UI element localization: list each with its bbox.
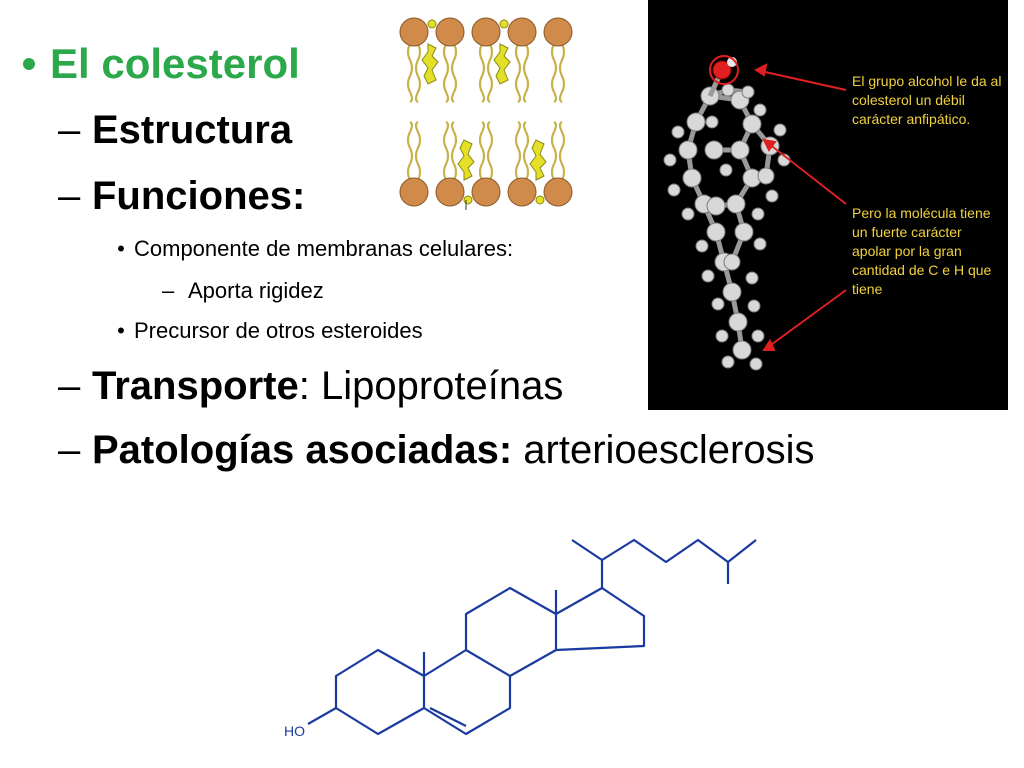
bullet-icon: • [117, 236, 125, 261]
sub-item-precursor: • Precursor de otros esteroides [108, 318, 423, 344]
dash-icon: – [58, 364, 81, 408]
ball-and-stick-model-image [663, 55, 847, 371]
dash-icon: – [58, 428, 81, 472]
dash-icon: – [58, 108, 81, 152]
title-bullet-item: • El colesterol [8, 40, 300, 88]
outline-item-rest: : Lipoproteínas [298, 364, 564, 408]
model-atoms [663, 83, 791, 371]
arrowhead-icon [753, 63, 768, 77]
outline-item-bold: Estructura [92, 108, 293, 152]
sub-item-rigidez: –Aporta rigidez [162, 278, 324, 304]
outline-item-estructura: –Estructura [58, 108, 292, 153]
callout-alcohol-group: El grupo alcohol le da al colesterol un … [852, 73, 1002, 127]
cholesterol-skeletal-formula: HO [284, 538, 757, 739]
hydroxyl-group [707, 55, 739, 98]
outline-item-bold: Patologías asociadas: [92, 428, 513, 472]
sub-item-text: Precursor de otros esteroides [134, 318, 423, 343]
dash-icon: – [162, 278, 175, 303]
slide-title: El colesterol [50, 40, 300, 87]
sub-item-text: Aporta rigidez [188, 278, 324, 303]
lower-leaflet [399, 121, 573, 210]
outline-item-funciones: –Funciones: [58, 174, 305, 219]
lipid-bilayer-image [399, 17, 573, 210]
ball-and-stick-model-panel: El grupo alcohol le da al colesterol un … [648, 0, 1008, 410]
upper-leaflet [399, 17, 573, 103]
bullet-icon: • [21, 40, 37, 87]
sub-item-text: Componente de membranas celulares: [134, 236, 514, 261]
arrowhead-icon [762, 138, 777, 152]
outline-item-rest: arterioesclerosis [512, 428, 815, 472]
callout-arrows [753, 63, 847, 351]
outline-item-patologias: –Patologías asociadas: arterioesclerosis [58, 428, 814, 473]
sub-item-membranas: • Componente de membranas celulares: [108, 236, 513, 262]
arrowhead-icon [762, 338, 776, 351]
callout-apolar-character: Pero la molécula tiene un fuerte carácte… [852, 205, 992, 297]
outline-item-transporte: –Transporte: Lipoproteínas [58, 364, 563, 409]
hydroxyl-label: HO [284, 723, 305, 739]
bullet-icon: • [117, 318, 125, 343]
dash-icon: – [58, 174, 81, 218]
outline-item-bold: Funciones: [92, 174, 306, 218]
bond-lines [307, 538, 757, 736]
outline-item-bold: Transporte [92, 364, 299, 408]
